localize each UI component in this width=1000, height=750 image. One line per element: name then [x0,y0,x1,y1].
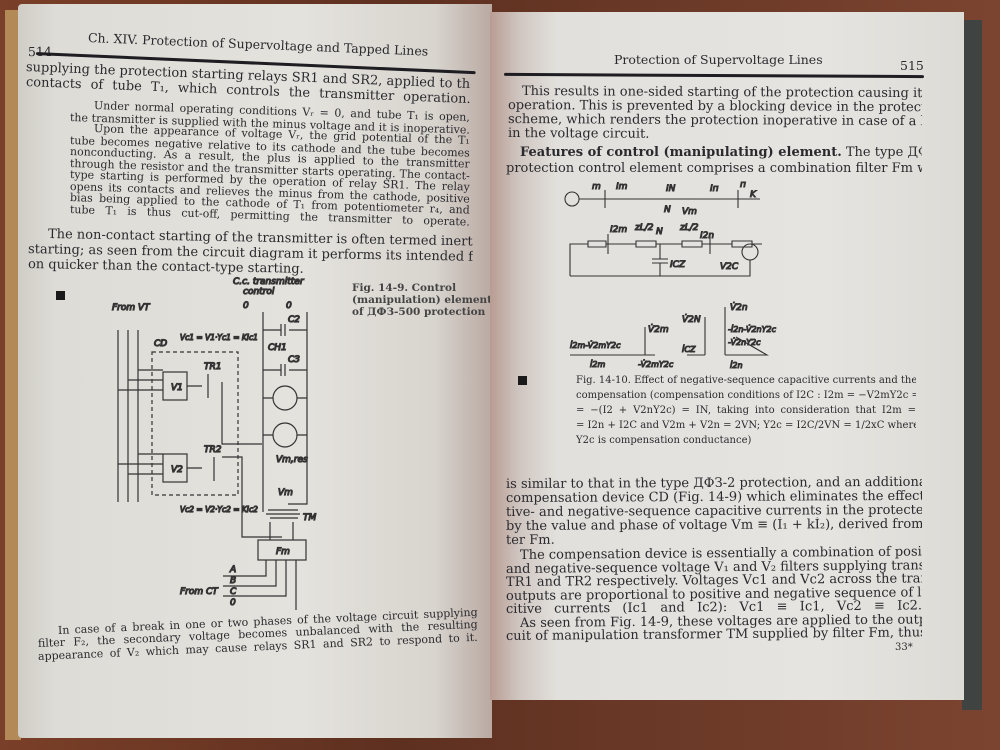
caption-line: (manipulation) element [352,294,492,306]
figure-caption: Fig. 14-9. Control (manipulation) elemen… [352,282,492,318]
page-number: 515 [900,58,924,73]
label: Vm,res [276,455,308,465]
label: -V̇2nY2c [728,337,761,347]
label: I2n [700,231,714,241]
left-page: 514 Ch. XIV. Protection of Supervoltage … [18,4,492,738]
text: The type ДФЗ-501 [845,145,922,160]
circuit-diagram-fig-14-9: C.c. transmitter control 0 0 From VT CD … [111,276,317,610]
caption-line: of ДФЗ-500 protection [352,306,486,318]
label: Im [616,182,628,192]
label: C [230,587,237,597]
paragraph-2-line: protection control element comprises a c… [506,161,922,176]
book-cover-edge [5,10,21,740]
label: п [740,180,746,190]
label: İ2m-V̇2mY2c [570,340,621,350]
label: From VT [112,303,151,313]
label: N [656,227,663,237]
label: ICZ [670,260,686,270]
paragraph-2-line: Features of control (manipulating) eleme… [520,145,922,160]
text-line: Y2c is compensation conductance) [576,435,752,446]
label: TM [303,513,316,523]
label: m [592,182,601,192]
label: C2 [288,315,300,325]
label: control [243,287,275,297]
label: Vc2 = V2·Yc2 = KIc2 [180,505,258,514]
label: N [664,205,671,215]
label: CD [154,339,167,349]
label: -V̇2mY2c [638,359,674,369]
label: A [229,565,236,575]
text-line: cuit of manipulation transformer TM supp… [505,625,923,644]
label: V̇2N [682,313,701,325]
label: C3 [288,355,300,365]
label: 0 [230,598,236,608]
text-line: Fig. 14-10. Effect of negative-sequence … [576,375,916,386]
label: zL/2 [679,223,699,233]
label: V2C [720,262,739,272]
circuit-diagram-fig-14-10: m Im IN Iп п K N Vm I2m zL/2 zL/2 I2n N … [564,179,777,371]
caption-line: Fig. 14-9. Control [352,282,457,294]
label: Fm [276,547,290,557]
text-line: = İ2n + İ2C and V̇2m + V̇2n = 2V̇N; Y2c … [576,420,916,431]
bold-lead: Features of control (manipulating) eleme… [520,145,842,160]
label: B [230,576,236,586]
text-line: compensation (compensation conditions of… [576,390,916,401]
text-line: = −(İ2 + V̇2nY2c) = İN, taking into cons… [576,405,916,416]
label: 0 [286,301,292,311]
label: Vm [278,488,293,498]
label: IN [666,184,676,194]
label: C.c. transmitter [233,277,305,287]
label: Vc1 = V1·Yc1 = KIc1 [180,333,258,342]
label: V2 [171,465,183,475]
label: zL/2 [634,223,654,233]
header-rule [503,72,925,79]
label: -İ2n-V̇2nY2c [728,324,777,334]
label: CH1 [268,343,287,353]
label: TR2 [204,445,222,455]
figure-marker [56,291,65,300]
label: V̇2n [730,301,748,313]
book-cover-edge-right [962,20,982,710]
label: İ2m [590,359,605,369]
label: K [750,190,757,200]
label: From CT [180,587,219,597]
label: Iп [710,184,719,194]
label: Vm [682,207,697,217]
right-page: Protection of Supervoltage Lines 515 Thi… [490,12,964,700]
label: İCZ [682,344,696,354]
label: I2m [610,225,627,235]
signature-mark: 33* [895,642,913,653]
label: V̇2m [648,323,669,335]
running-head: Protection of Supervoltage Lines [614,52,823,67]
text-line: in the voltage circuit. [507,126,650,142]
figure-marker [518,376,527,385]
label: TR1 [204,362,221,372]
label: İ2n [730,360,743,370]
label: V1 [171,383,183,393]
label: 0 [243,301,249,311]
